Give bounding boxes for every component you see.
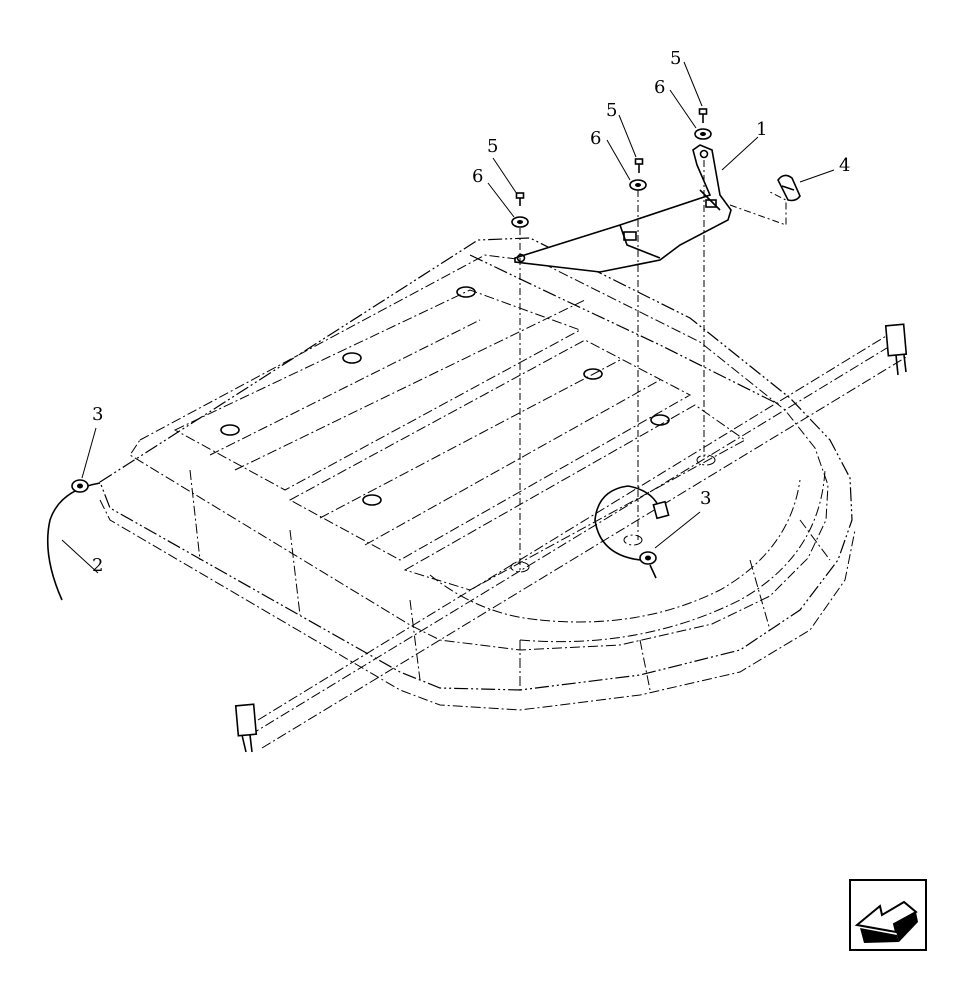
cross-bar-phantom — [234, 323, 909, 753]
mounting-bosses — [220, 286, 716, 573]
leader-lines — [61, 61, 835, 574]
callout-4: 4 — [839, 155, 850, 176]
hardware-stack-right — [694, 108, 712, 140]
callout-6-middle: 6 — [590, 128, 601, 149]
callout-5-left: 5 — [487, 136, 498, 157]
wire-harness-connector — [594, 485, 670, 579]
bracket-part-1 — [514, 144, 732, 273]
callout-6-right: 6 — [654, 77, 665, 98]
wire-harness-part-2 — [46, 479, 101, 601]
hardware-stack-middle — [629, 158, 647, 191]
callout-labels: 1 2 3 3 4 5 5 5 6 6 6 — [92, 48, 850, 576]
callout-3-right: 3 — [700, 488, 711, 509]
roof-panel-phantom — [99, 237, 856, 711]
previous-arrow-icon[interactable] — [849, 879, 927, 951]
callout-3-left: 3 — [92, 404, 103, 425]
callout-1: 1 — [756, 119, 767, 140]
callout-5-middle: 5 — [606, 100, 617, 121]
clip-part-4 — [777, 174, 801, 202]
callout-5-right: 5 — [670, 48, 681, 69]
assembly-centerlines — [519, 160, 787, 570]
callout-6-left: 6 — [472, 166, 483, 187]
callout-2: 2 — [92, 555, 103, 576]
hardware-stack-left — [511, 192, 529, 228]
